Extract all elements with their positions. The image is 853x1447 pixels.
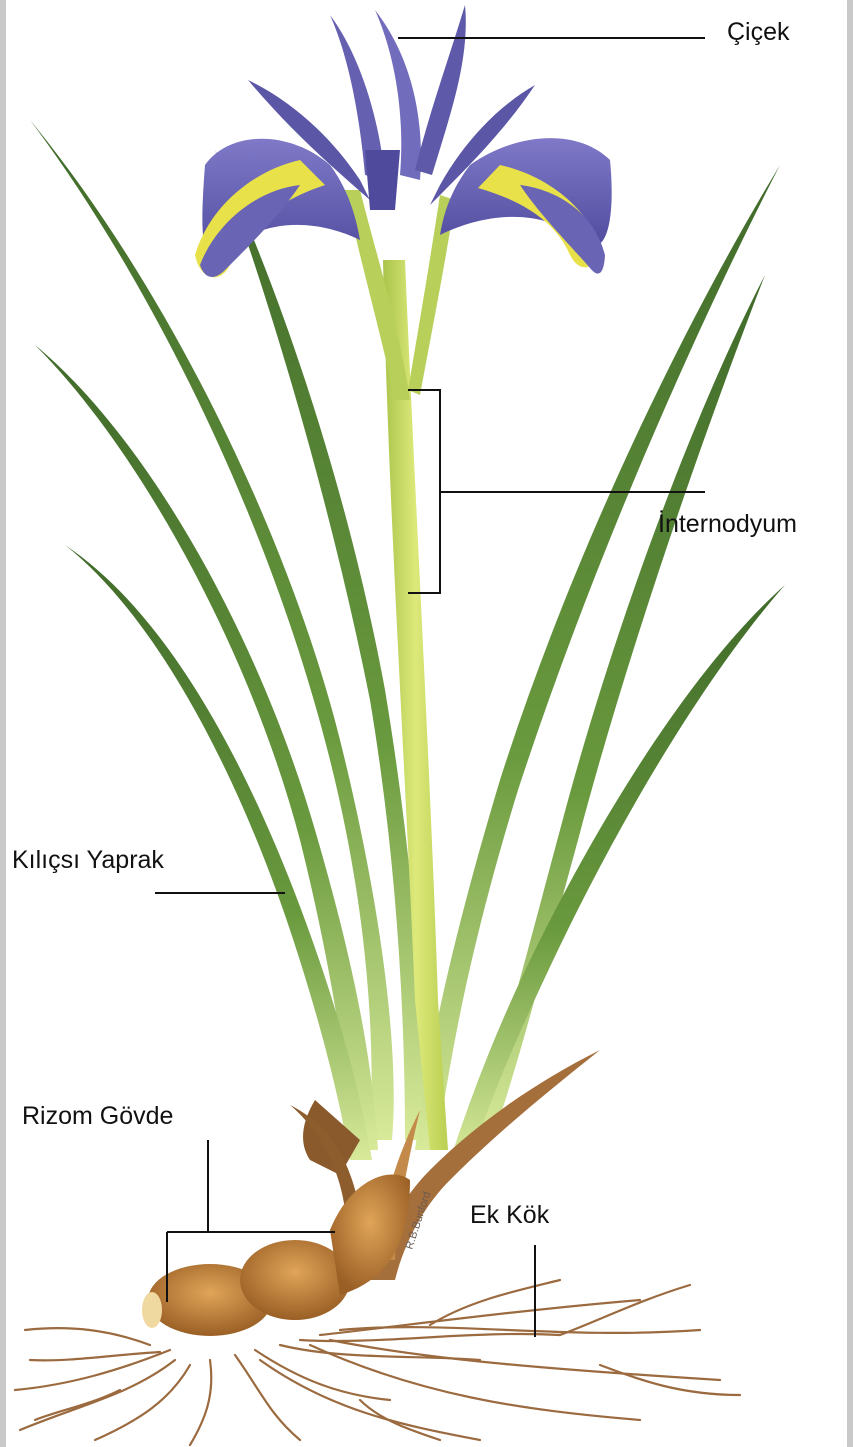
iris-flower [195, 5, 612, 277]
label-internode: İnternodyum [658, 512, 797, 537]
roots [15, 1280, 740, 1445]
label-rhizome-stem: Rizom Gövde [22, 1104, 173, 1129]
label-sword-leaf: Kılıçsı Yaprak [12, 848, 164, 873]
label-flower: Çiçek [727, 20, 790, 45]
label-adventitious-root: Ek Kök [470, 1203, 549, 1228]
